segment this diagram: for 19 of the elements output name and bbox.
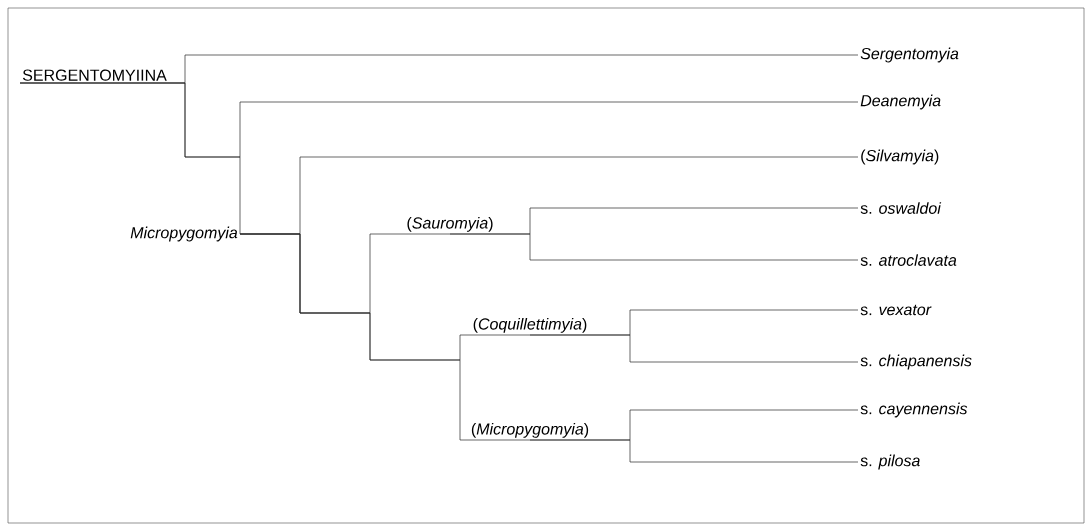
taxon-label: s. chiapanensis (860, 354, 972, 370)
clade-label: (Sauromyia) (407, 216, 493, 232)
taxon-label: Sergentomyia (860, 47, 959, 63)
branch-line (239, 233, 531, 441)
taxon-label: Deanemyia (860, 94, 941, 110)
branch-line (529, 439, 859, 463)
clade-label: SERGENTOMYIINA (22, 69, 167, 81)
taxon-label: s. pilosa (860, 454, 920, 470)
taxon-label: s. vexator (860, 304, 932, 316)
branch-line (449, 233, 859, 261)
taxon-label: s. cayennensis (860, 402, 968, 418)
branch-line (19, 82, 241, 235)
branch-line (529, 334, 859, 363)
taxon-label: s. oswaldoi (860, 202, 942, 214)
taxon-label: (Silvamyia) (861, 149, 939, 165)
clade-label: (Micropygomyia) (471, 422, 589, 438)
clade-label: Micropygomyia (130, 226, 238, 242)
taxon-label: s. atroclavata (860, 254, 957, 266)
clade-label: (Coquillettimyia) (473, 317, 587, 333)
